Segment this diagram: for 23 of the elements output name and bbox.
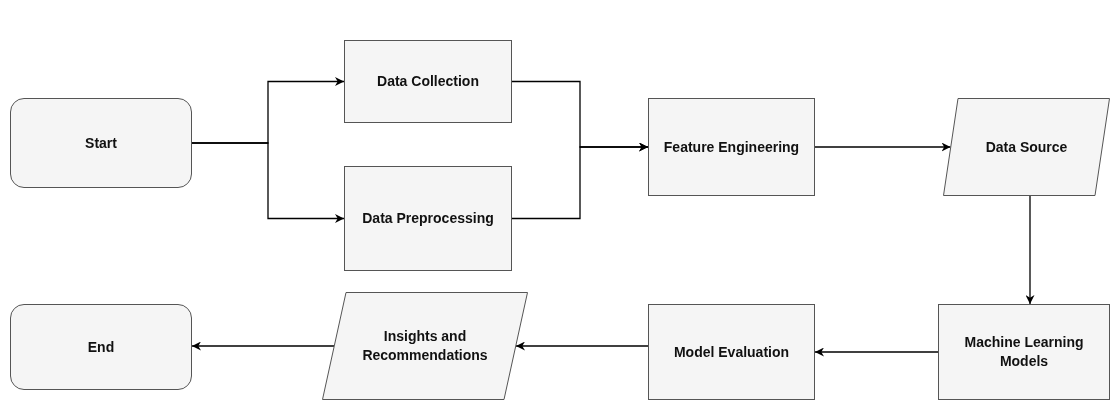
arrow: [515, 341, 649, 351]
arrow: [814, 347, 939, 357]
arrow: [814, 142, 952, 152]
terminal-box: [10, 304, 192, 390]
process-box: [938, 304, 1110, 400]
node-label: Start: [84, 133, 118, 153]
node-label: Insights and Recommendations: [361, 327, 489, 365]
arrow: [511, 142, 649, 220]
arrow: [1025, 195, 1035, 305]
node-label: Machine Learning Models: [963, 333, 1085, 371]
process-box: [344, 166, 512, 271]
process-box: [344, 40, 512, 123]
node-label: Data Collection: [376, 72, 480, 91]
node-label: End: [86, 337, 116, 357]
node-label: Data Preprocessing: [361, 209, 495, 228]
node-label: Model Evaluation: [672, 342, 791, 362]
terminal-box: [10, 98, 192, 188]
node-label: Data Source: [984, 137, 1069, 157]
arrow: [191, 142, 345, 223]
process-box: [648, 98, 815, 196]
process-box: [648, 304, 815, 400]
node-label: Feature Engineering: [662, 137, 801, 157]
arrow: [191, 341, 335, 351]
